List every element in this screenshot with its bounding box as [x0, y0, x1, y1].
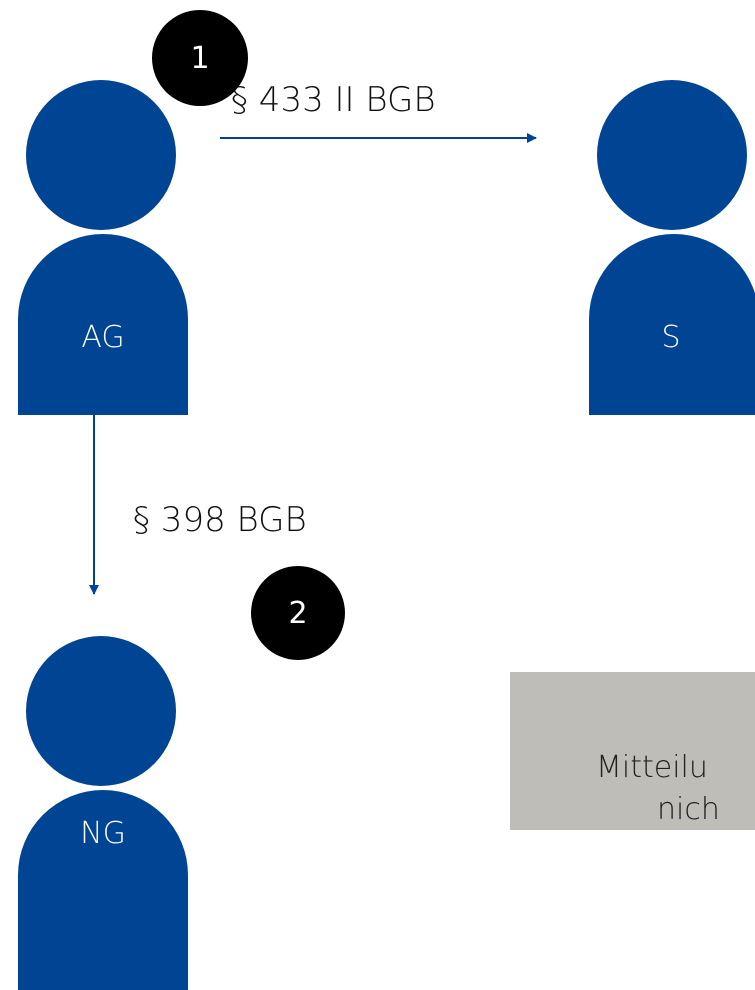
person-s: S	[589, 80, 755, 415]
person-ng-head	[26, 636, 176, 786]
person-ng-label: NG	[80, 816, 126, 851]
person-s-head	[597, 80, 747, 230]
person-ag: AG	[18, 80, 188, 415]
relation-label-ag-to-ng: § 398 BGB	[133, 500, 307, 540]
note-line-1: Mitteilu	[596, 750, 708, 785]
note-box: Mitteilu nich	[510, 672, 755, 830]
person-ng: NG	[18, 636, 188, 990]
person-ag-head	[26, 80, 176, 230]
relation-label-ag-to-s: § 433 II BGB	[231, 80, 436, 120]
person-s-body	[589, 234, 755, 415]
person-ag-label: AG	[81, 320, 125, 355]
person-ng-body	[18, 790, 188, 990]
note-line-2: nich	[657, 792, 720, 827]
step-marker-2: 2	[251, 566, 345, 660]
person-ag-body	[18, 234, 188, 415]
person-s-label: S	[661, 320, 681, 355]
step-marker-1: 1	[152, 10, 248, 106]
